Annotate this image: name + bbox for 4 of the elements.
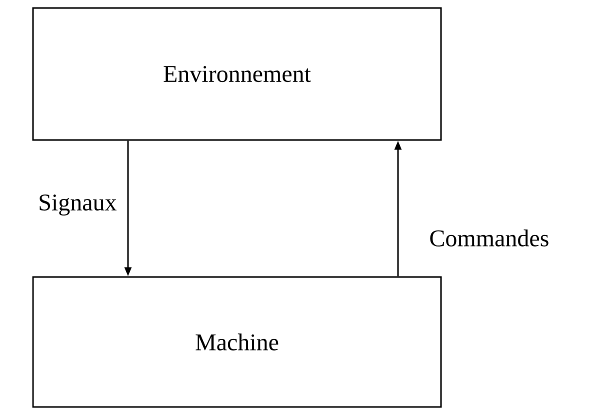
edge-label: Commandes [430, 230, 548, 246]
process-box: Environnement [32, 7, 442, 141]
process-box: Machine [32, 276, 442, 408]
edge-label: Signaux [40, 194, 116, 216]
